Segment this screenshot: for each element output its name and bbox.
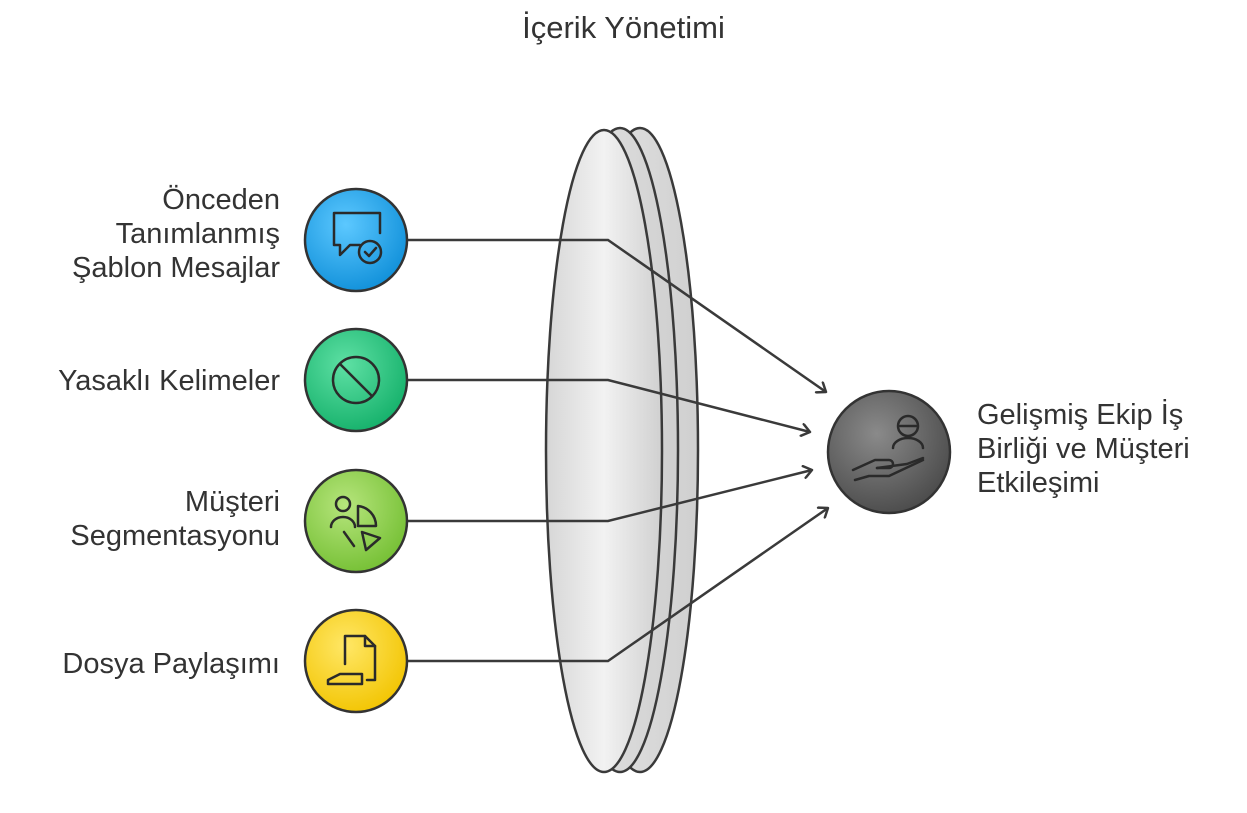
connector-lines: [408, 238, 828, 663]
hand-person-icon: [826, 389, 952, 515]
input-label-customer-segmentation: Müşteri Segmentasyonu: [70, 486, 280, 552]
file-share-hand-icon: [303, 608, 409, 714]
user-segment-chart-icon: [303, 468, 409, 574]
message-check-icon: [303, 187, 409, 293]
input-label-file-sharing: Dosya Paylaşımı: [62, 648, 280, 680]
lens-shape: [544, 126, 700, 774]
prohibited-icon: [303, 327, 409, 433]
connector-file-sharing: [408, 508, 828, 663]
diagram-title: İçerik Yönetimi: [522, 10, 725, 45]
connector-customer-segmentation: [408, 470, 812, 523]
input-label-template-messages: Önceden Tanımlanmış Şablon Mesajlar: [72, 184, 280, 284]
input-label-banned-words: Yasaklı Kelimeler: [58, 365, 280, 397]
connector-template-messages: [408, 238, 826, 392]
connector-banned-words: [408, 378, 810, 432]
output-label: Gelişmiş Ekip İş Birliği ve Müşteri Etki…: [977, 399, 1190, 499]
